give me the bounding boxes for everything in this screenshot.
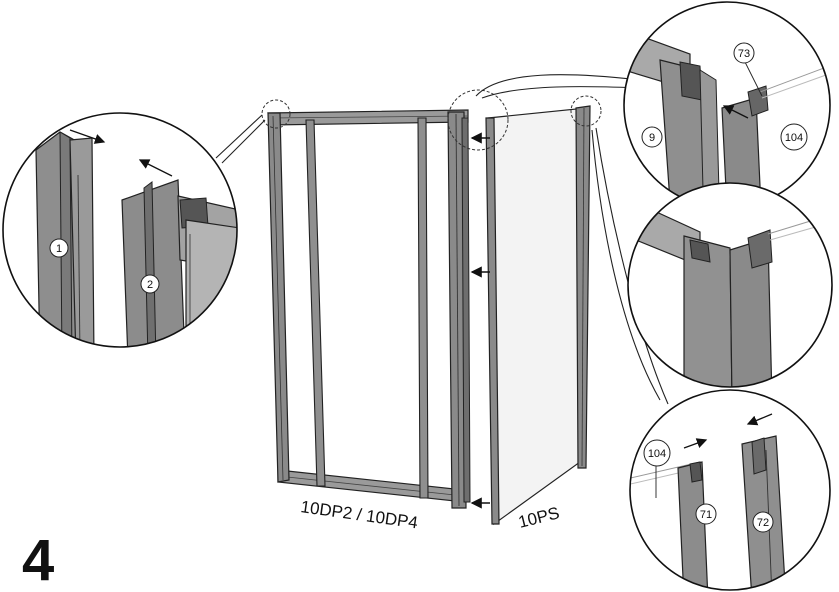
svg-text:1: 1 xyxy=(56,243,62,255)
svg-text:72: 72 xyxy=(757,517,769,529)
leader-lines xyxy=(215,74,669,405)
callout-1: 1 xyxy=(49,238,69,258)
svg-text:73: 73 xyxy=(738,48,750,60)
svg-text:9: 9 xyxy=(649,132,655,144)
callout-104-bottom: 104 xyxy=(643,439,671,467)
svg-text:104: 104 xyxy=(648,448,666,460)
svg-text:71: 71 xyxy=(700,509,712,521)
svg-text:2: 2 xyxy=(147,279,153,291)
detail-circle-bottom-right xyxy=(629,389,831,591)
detail-marker-center xyxy=(447,89,509,151)
svg-text:104: 104 xyxy=(785,132,803,144)
assembly-arrows xyxy=(470,132,490,509)
callout-71: 71 xyxy=(695,503,717,525)
panel-label: 10PS xyxy=(516,503,561,531)
callout-72: 72 xyxy=(752,511,774,533)
callout-9: 9 xyxy=(641,126,663,148)
step-number: 4 xyxy=(22,528,55,592)
side-panel xyxy=(485,105,591,526)
door-label: 10DP2 / 10DP4 xyxy=(299,497,419,532)
detail-marker-left xyxy=(261,99,291,129)
callout-73: 73 xyxy=(733,42,755,64)
sliding-door-frame xyxy=(267,109,471,509)
detail-circle-middle-right xyxy=(627,182,833,388)
detail-marker-right xyxy=(570,95,602,127)
callout-2: 2 xyxy=(140,274,160,294)
callout-104-top: 104 xyxy=(780,123,808,151)
detail-circle-left xyxy=(2,112,238,348)
